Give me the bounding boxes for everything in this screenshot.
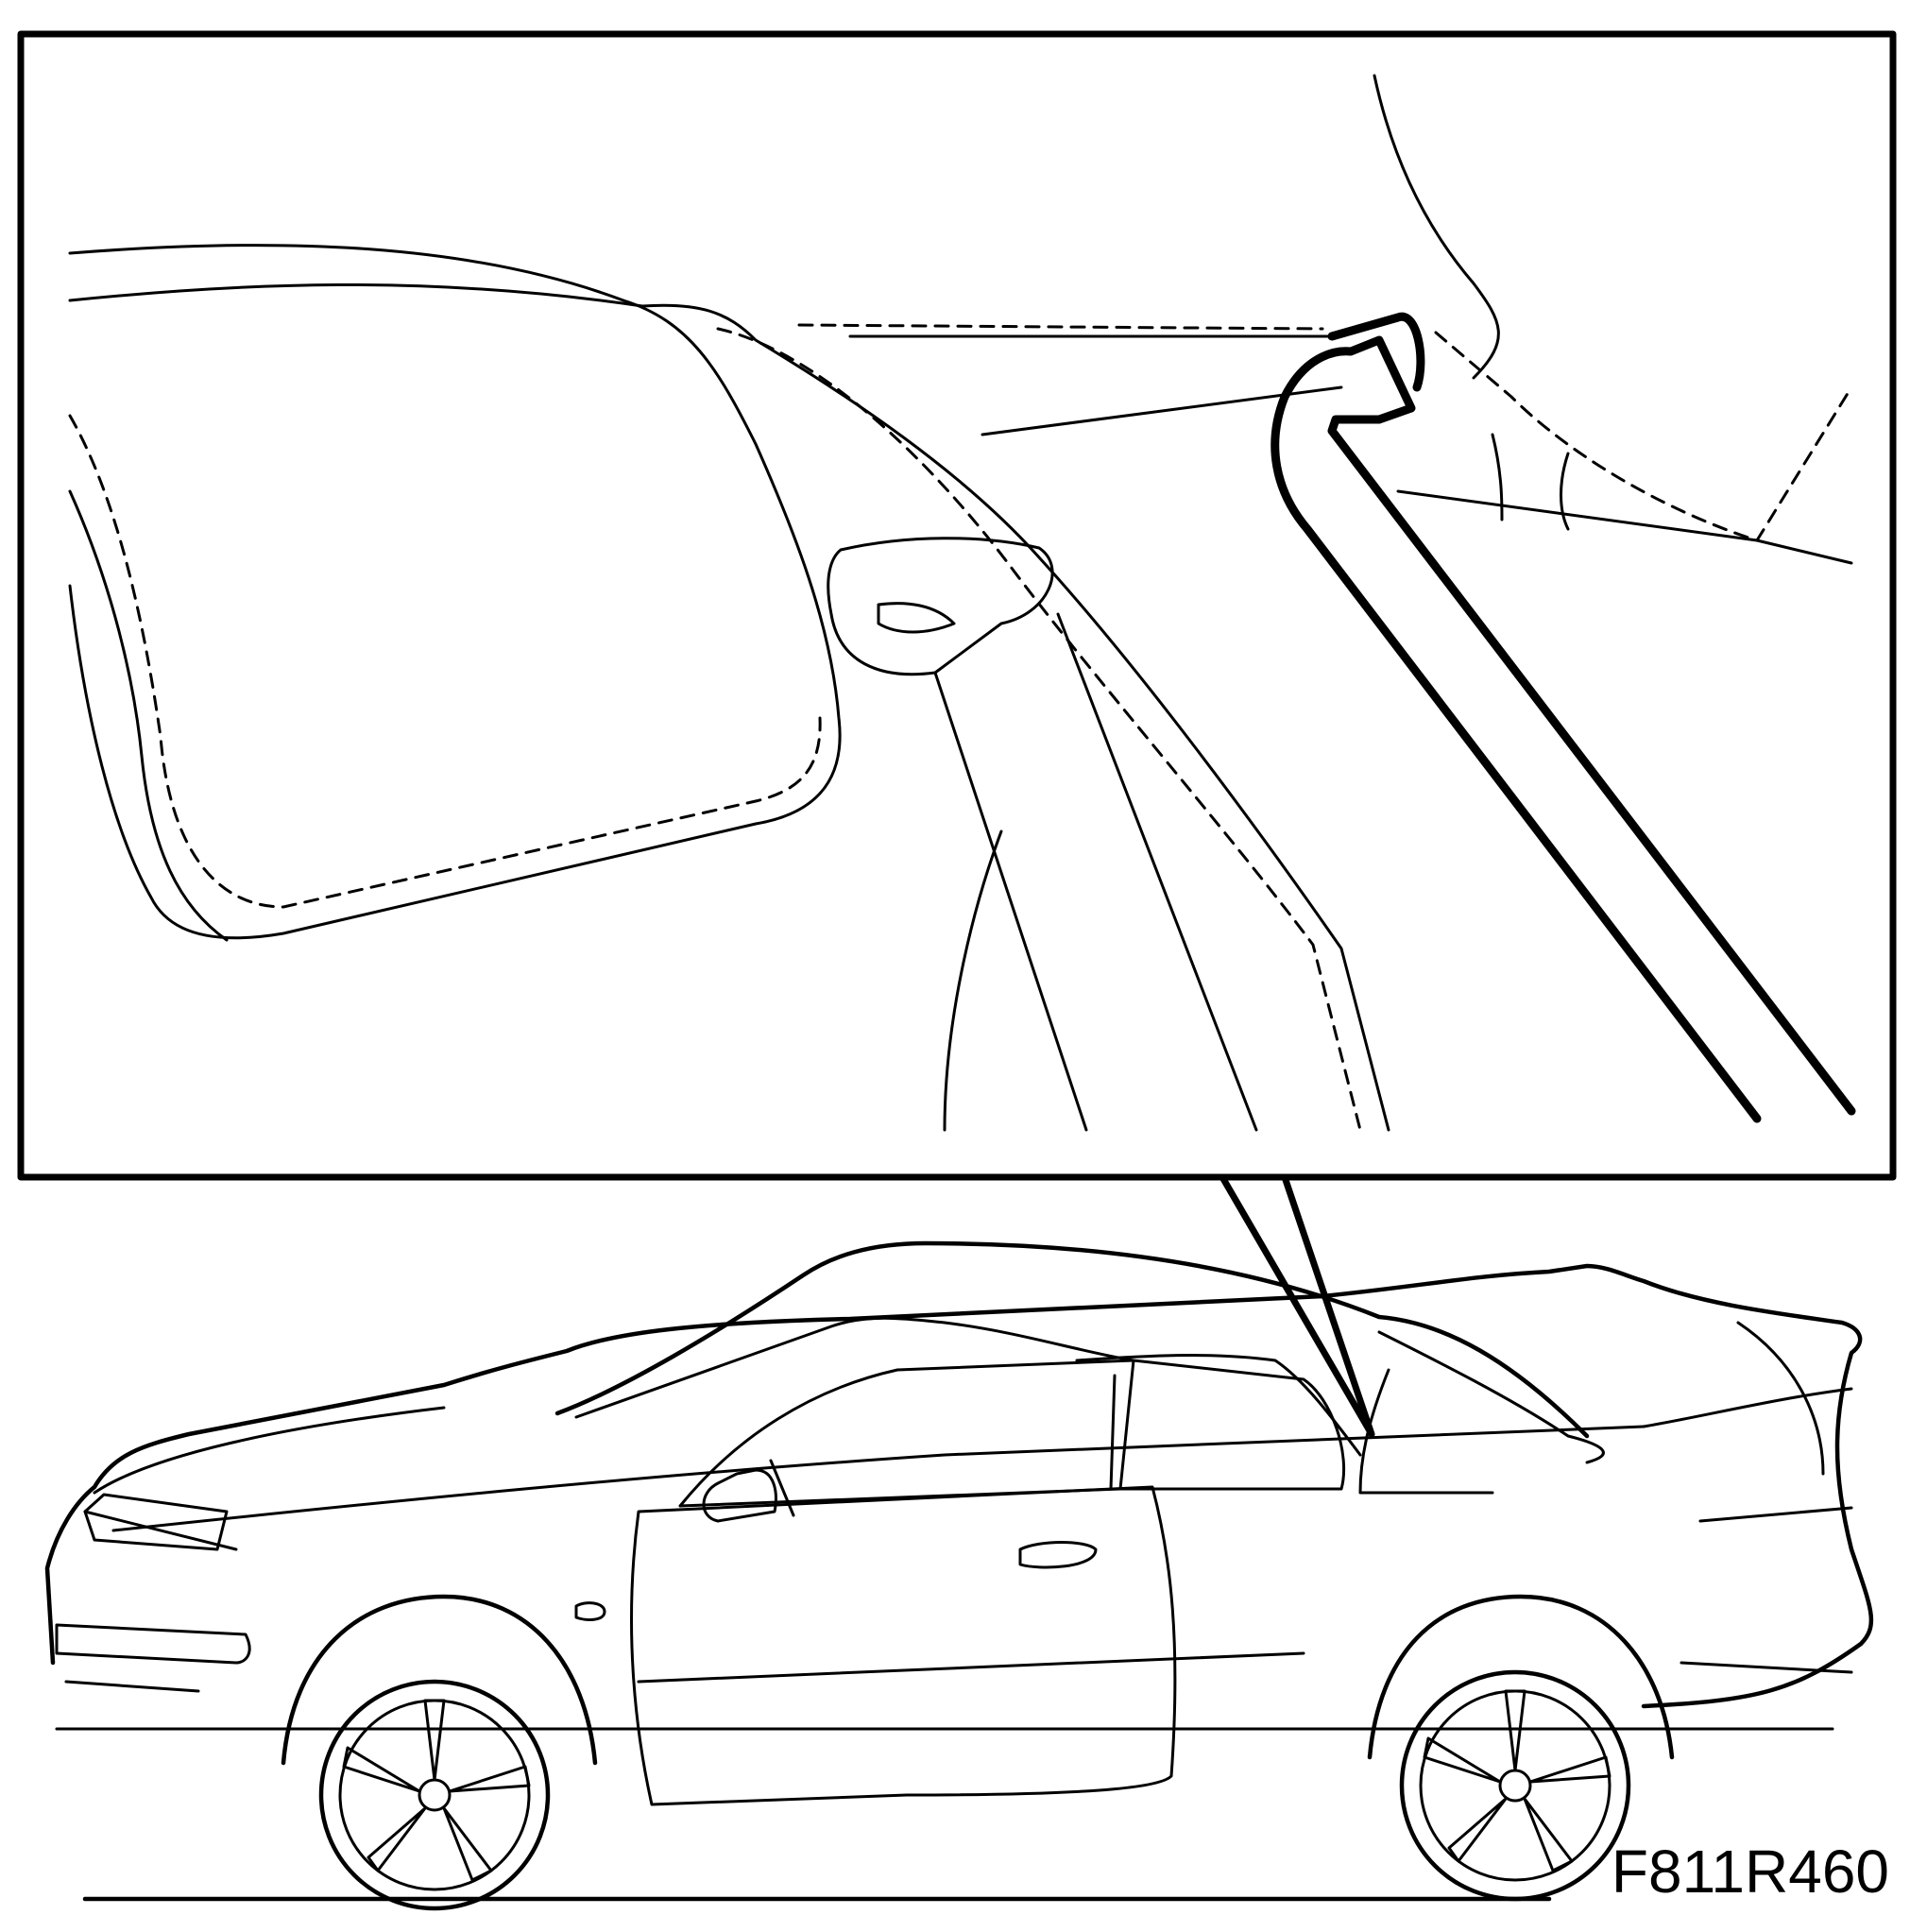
belt-guide [827, 537, 1258, 1132]
car-body-outline [44, 1263, 1874, 1709]
headlight [83, 1493, 229, 1551]
side-mirror [702, 1468, 777, 1523]
seat-back [68, 282, 1390, 1132]
convertible-car-side-view [44, 1240, 1874, 1911]
inset-frame [17, 30, 1897, 1181]
figure-code-label: F811R460 [1611, 1838, 1889, 1906]
side-window [678, 1359, 1135, 1508]
callout-pointer [1219, 1173, 1375, 1438]
headrest [68, 244, 842, 942]
door-handle [1018, 1541, 1098, 1569]
door [630, 1485, 1177, 1806]
front-wheel [281, 1594, 598, 1911]
release-tool [1270, 312, 1856, 1123]
roof-frame [981, 74, 1853, 565]
soft-top [554, 1240, 1590, 1439]
detail-inset [17, 30, 1897, 1438]
